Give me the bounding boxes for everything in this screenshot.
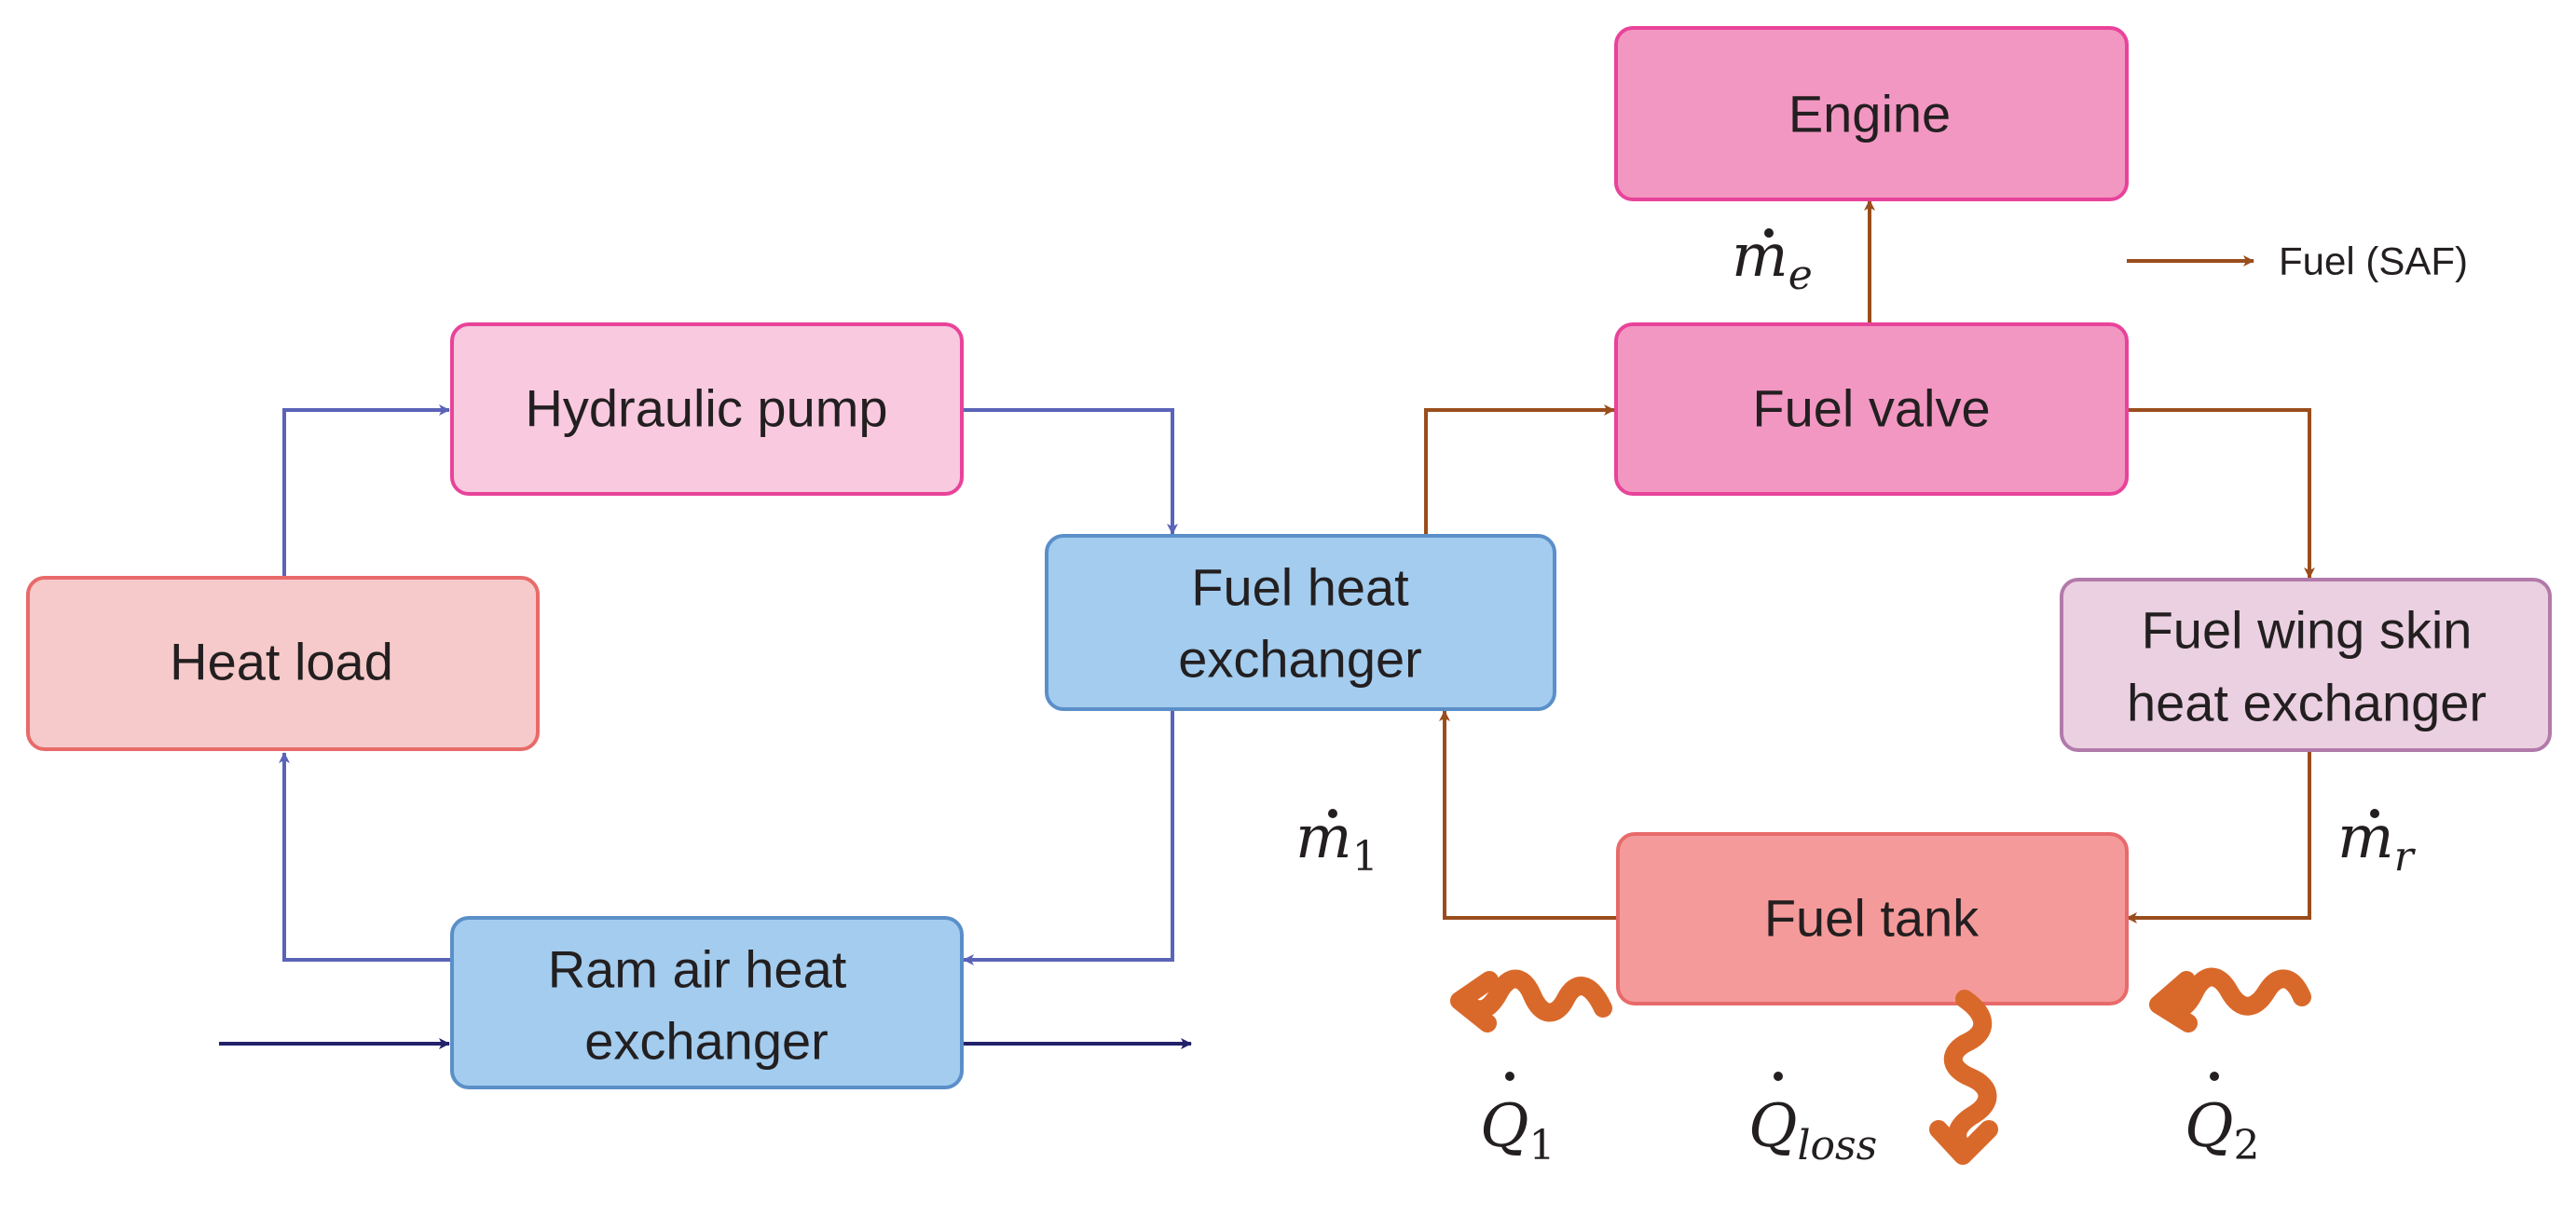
fuel-wing-skin-heat-exchanger-rect [2060, 578, 2552, 752]
svg-text:Q2: Q2 [2185, 1092, 2259, 1169]
heat-load-label: Heat load [170, 633, 393, 691]
svg-text:Q1: Q1 [1480, 1092, 1555, 1169]
q-2-symbol: Q [2185, 1092, 2233, 1161]
svg-text:Qloss: Qloss [1748, 1092, 1877, 1169]
label-q-2: Q2 [2185, 1072, 2259, 1169]
engine-rect [1614, 26, 2129, 201]
heat-load-box: Heat load [26, 576, 540, 751]
heat-load-rect [26, 576, 540, 751]
label-q-1: Q1 [1480, 1072, 1555, 1169]
q-loss-subscript: loss [1797, 1122, 1877, 1169]
ram-air-heat-exchanger-label-line2: exchanger [584, 1012, 829, 1071]
q-2-subscript: 2 [2233, 1122, 2259, 1169]
hydraulic-pump-rect [450, 322, 964, 496]
m-e-subscript: e [1788, 252, 1813, 299]
fuel-heat-exchanger-rect [1045, 534, 1556, 711]
engine-box: Engine [1614, 26, 2129, 201]
fuel-valve-box: Fuel valve [1614, 322, 2129, 496]
fuel-wing-skin-heat-exchanger-label-line1: Fuel wing skin [2142, 601, 2473, 660]
m-1-subscript: 1 [1352, 833, 1378, 881]
heat-flow-qloss-arrow [1929, 990, 1998, 1165]
hydraulic-pump-box: Hydraulic pump [450, 322, 964, 496]
svg-text:m1: m1 [1295, 803, 1378, 881]
flow-ramair-to-heatload [279, 752, 452, 962]
q-loss-symbol: Q [1748, 1092, 1797, 1161]
flow-heatload-to-pump [282, 404, 450, 576]
ram-air-heat-exchanger-box: Ram air heat exchanger [450, 916, 964, 1089]
m-1-symbol: m [1295, 803, 1352, 872]
flow-valve-to-wingskin [2127, 408, 2315, 579]
flow-wingskin-to-tank [2126, 752, 2311, 923]
fuel-valve-label: Fuel valve [1752, 379, 1990, 438]
m-r-subscript: r [2394, 833, 2417, 881]
fuel-tank-rect [1616, 832, 2129, 1005]
fuel-loop [1424, 199, 2315, 923]
fuel-tank-label: Fuel tank [1764, 889, 1980, 948]
label-m-e: me [1732, 222, 1813, 299]
svg-text:mr: mr [2337, 803, 2417, 881]
fuel-valve-rect [1614, 322, 2129, 496]
legend-fuel-label: Fuel (SAF) [2279, 239, 2468, 283]
fuel-heat-exchanger-label-line2: exchanger [1178, 630, 1422, 689]
q-1-subscript: 1 [1528, 1122, 1555, 1169]
ram-air-heat-exchanger-label-line1: Ram air heat [548, 940, 847, 999]
label-q-loss: Qloss [1748, 1072, 1877, 1169]
flow-tank-to-fuel-hx [1439, 710, 1616, 920]
q-1-symbol: Q [1480, 1092, 1528, 1161]
label-m-1: m1 [1295, 803, 1378, 881]
fuel-tank-box: Fuel tank [1616, 832, 2129, 1005]
hydraulic-pump-label: Hydraulic pump [525, 379, 887, 438]
fuel-wing-skin-heat-exchanger-box: Fuel wing skin heat exchanger [2060, 578, 2552, 752]
heat-flow-arrows [1450, 967, 2311, 1165]
fuel-heat-exchanger-label-line1: Fuel heat [1191, 558, 1409, 617]
heat-flow-q1-arrow [1450, 969, 1612, 1032]
flow-fuel-hx-to-ramair [963, 709, 1174, 965]
ram-air-heat-exchanger-rect [450, 916, 964, 1089]
heat-flow-q2-arrow [2149, 967, 2311, 1032]
flow-pump-to-fuel-hx [962, 408, 1178, 535]
engine-label: Engine [1788, 85, 1951, 144]
m-e-symbol: m [1732, 222, 1788, 291]
flow-fuel-hx-to-valve [1424, 404, 1615, 536]
m-r-symbol: m [2337, 803, 2394, 872]
label-m-r: mr [2337, 803, 2417, 881]
svg-text:me: me [1732, 222, 1813, 299]
fuel-heat-exchanger-box: Fuel heat exchanger [1045, 534, 1556, 711]
hydraulic-loop [279, 404, 1178, 965]
fuel-wing-skin-heat-exchanger-label-line2: heat exchanger [2127, 674, 2487, 732]
